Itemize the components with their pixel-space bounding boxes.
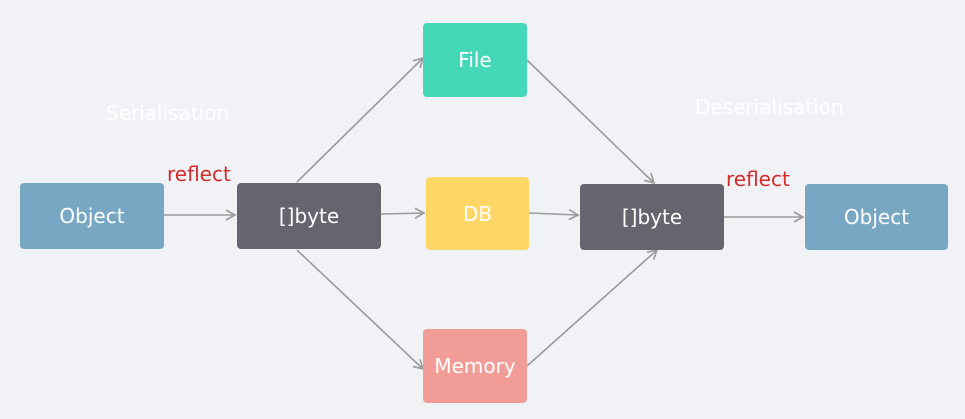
arrow-db-to-byte — [528, 208, 580, 221]
arrow-byte-to-file — [296, 56, 425, 183]
object-node-result-label: Object — [843, 205, 910, 229]
byte-node-serialised: []byte — [237, 183, 381, 249]
serialisation-label: Serialisation — [106, 101, 230, 125]
object-node-source: Object — [20, 183, 164, 249]
byte-node-loaded: []byte — [580, 184, 724, 250]
byte-node-loaded-label: []byte — [621, 205, 683, 229]
reflect-label-right: reflect — [726, 167, 790, 191]
db-node: DB — [426, 177, 529, 250]
byte-node-serialised-label: []byte — [278, 204, 340, 228]
arrow-byte-to-memory — [296, 249, 425, 371]
arrow-byte-to-db — [380, 207, 426, 219]
reflect-label-left: reflect — [167, 162, 231, 186]
db-node-label: DB — [462, 201, 493, 226]
arrow-memory-to-byte — [526, 248, 659, 367]
file-node: File — [423, 23, 527, 97]
object-node-result: Object — [805, 184, 948, 250]
memory-node: Memory — [423, 329, 527, 403]
memory-node-label: Memory — [434, 354, 516, 378]
deserialisation-label: Deserialisation — [695, 95, 844, 119]
file-node-label: File — [458, 48, 492, 72]
object-node-source-label: Object — [59, 204, 125, 228]
arrow-file-to-byte — [526, 59, 656, 185]
